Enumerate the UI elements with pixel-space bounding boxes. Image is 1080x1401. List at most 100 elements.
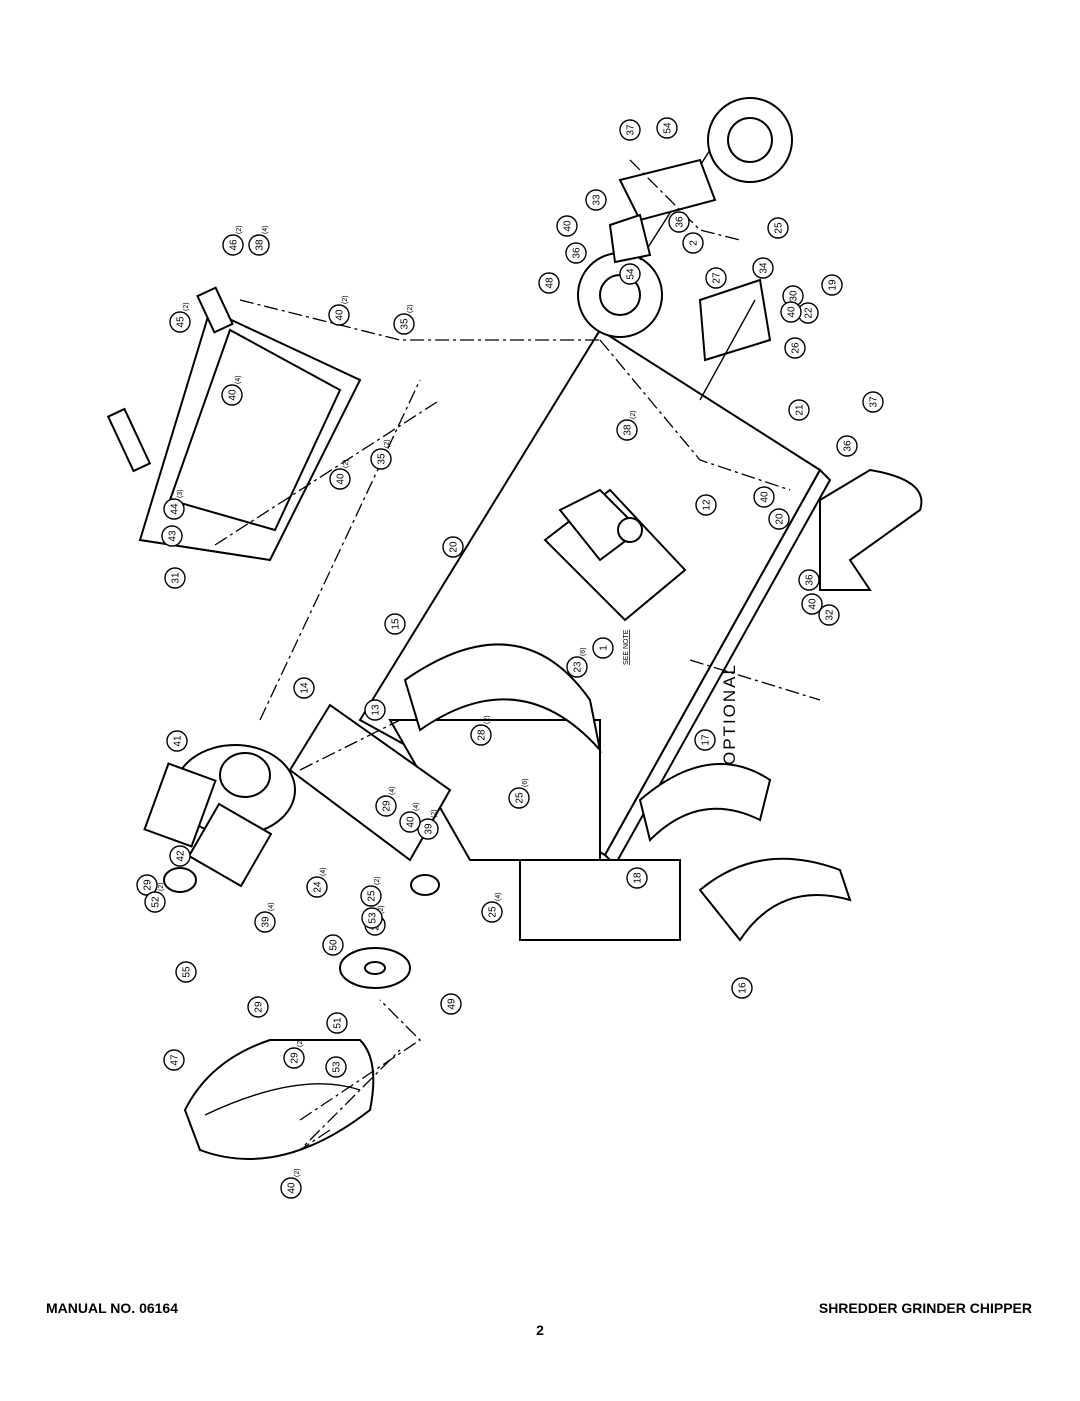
callout-21: 21	[788, 399, 810, 421]
callout-38: 38(4)	[248, 225, 270, 256]
callout-number: 21	[795, 404, 806, 416]
callout-number: 35	[377, 453, 388, 465]
callout-number: 36	[843, 440, 854, 452]
callout-49: 49	[440, 993, 462, 1015]
callout-43: 43	[161, 525, 183, 547]
callout-20: 20	[442, 536, 464, 558]
callout-33: 33	[585, 189, 607, 211]
callout-number: 20	[775, 513, 786, 525]
main-housing	[358, 328, 832, 941]
callout-quantity: (4)	[268, 902, 275, 911]
callout-number: 35	[400, 318, 411, 330]
callout-55: 55	[175, 961, 197, 983]
callout-quantity: (2)	[484, 715, 491, 724]
callout-44: 44 (3)	[163, 489, 185, 520]
callout-number: 55	[182, 966, 193, 978]
callout-number: 40	[336, 473, 347, 485]
callout-number: 25	[515, 792, 526, 804]
callout-quantity: (2)	[630, 410, 637, 419]
callout-number: 32	[825, 609, 836, 621]
callout-number: 40	[287, 1182, 298, 1194]
callout-29: 29	[136, 874, 158, 896]
callout-quantity: (2)	[374, 876, 381, 885]
callout-quantity: (4)	[320, 867, 327, 876]
callout-number: 45	[176, 316, 187, 328]
callout-quantity: (3)	[177, 489, 184, 498]
callout-14: 14	[293, 677, 315, 699]
optional-label: OPTIONAL	[720, 663, 739, 765]
callout-36: 36	[798, 569, 820, 591]
callout-number: 41	[173, 735, 184, 747]
callout-20: 20	[768, 508, 790, 530]
callout-number: 15	[391, 618, 402, 630]
callout-quantity: (4)	[235, 375, 242, 384]
callout-39: 39 (4)	[254, 902, 276, 933]
callout-quantity: (2)	[183, 302, 190, 311]
callout-29: 29	[247, 996, 269, 1018]
callout-number: 36	[675, 216, 686, 228]
callout-number: 25	[367, 890, 378, 902]
callout-number: 34	[759, 262, 770, 274]
product-title: SHREDDER GRINDER CHIPPER	[818, 1300, 1032, 1316]
callout-number: 2	[689, 240, 700, 246]
callout-number: 17	[701, 734, 712, 746]
callout-number: 53	[332, 1061, 343, 1073]
callout-48: 48	[538, 272, 560, 294]
callout-2: 2	[682, 232, 704, 254]
callout-13: 13	[364, 699, 386, 721]
leader-lines	[214, 159, 821, 1151]
callout-36: 36	[836, 435, 858, 457]
callout-number: 40	[228, 389, 239, 401]
callout-quantity: (6)	[522, 778, 529, 787]
callout-quantity: (2)	[158, 882, 165, 891]
callout-quantity: (4)	[389, 786, 396, 795]
engine	[143, 744, 296, 888]
callout-number: 22	[804, 307, 815, 319]
callout-number: 50	[329, 939, 340, 951]
callout-15: 15	[384, 613, 406, 635]
callout-number: 38	[623, 424, 634, 436]
callout-number: 36	[805, 574, 816, 586]
callout-31: 31	[164, 567, 186, 589]
callout-53: 53	[325, 1056, 347, 1078]
callout-45: 45 (2)	[169, 302, 191, 333]
callout-number: 47	[170, 1054, 181, 1066]
callout-number: 39	[424, 823, 435, 835]
callout-number: 39	[261, 916, 272, 928]
callout-number: 20	[449, 541, 460, 553]
curved-screen	[403, 643, 852, 942]
callout-number: 52	[151, 896, 162, 908]
callout-quantity: (2)	[297, 1038, 304, 1047]
callout-1: 1	[592, 637, 614, 659]
callout-number: 14	[300, 682, 311, 694]
callout-36: 36	[668, 211, 690, 233]
callout-40: 40 (2)	[329, 459, 351, 490]
callout-number: 37	[626, 124, 637, 136]
callout-quantity: (2)	[343, 459, 350, 468]
callout-number: 24	[313, 881, 324, 893]
wheels	[577, 97, 793, 338]
callout-quantity: (6)	[580, 647, 587, 656]
callout-number: 29	[382, 800, 393, 812]
discharge-chute	[183, 1039, 375, 1160]
callout-40: 40	[780, 301, 802, 323]
pulley	[163, 867, 440, 989]
callout-number: 29	[254, 1001, 265, 1013]
callout-40: 40 (4)	[221, 375, 243, 406]
callout-number: 25	[488, 906, 499, 918]
callout-quantity: (2)	[342, 295, 349, 304]
callout-54: 54	[656, 117, 678, 139]
callout-47: 47	[163, 1049, 185, 1071]
callout-number: 54	[663, 122, 674, 134]
axle-and-brackets	[608, 149, 772, 401]
callout-number: 33	[592, 194, 603, 206]
callout-40: 40	[556, 215, 578, 237]
callout-number: 44	[170, 503, 181, 515]
callout-16: 16	[731, 977, 753, 999]
callout-quantity: (4)	[413, 802, 420, 811]
callout-number: 53	[368, 912, 379, 924]
callout-number: 46	[229, 239, 240, 251]
callout-32: 32	[818, 604, 840, 626]
callout-37: 37	[862, 391, 884, 413]
